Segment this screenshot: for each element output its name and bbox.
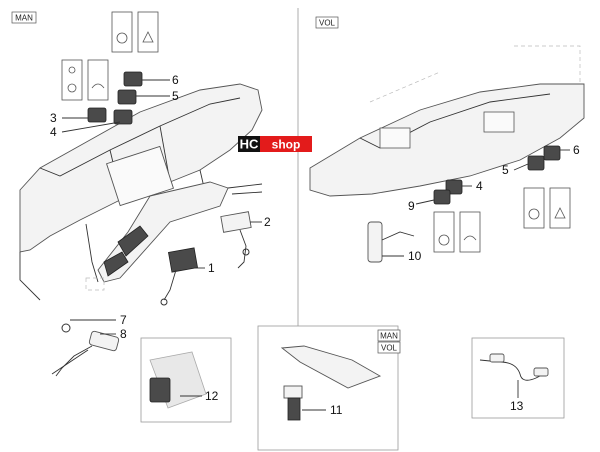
bottom-tag-man: MAN — [377, 329, 401, 342]
part-11-pedal-switch — [280, 345, 382, 421]
part-10-actuator — [367, 221, 415, 263]
callout-2: 2 — [264, 215, 271, 229]
hc-shop-logo: HC shop — [238, 136, 312, 152]
callout-8: 8 — [120, 327, 127, 341]
part-2-sensor — [220, 211, 262, 269]
right-switch-9 — [415, 189, 451, 205]
callout-right-9: 9 — [408, 199, 415, 213]
callout-4: 4 — [50, 125, 57, 139]
part-12-cover — [149, 351, 207, 409]
callout-1: 1 — [208, 261, 215, 275]
bottom-tag-vol: VOL — [377, 341, 401, 354]
callout-5: 5 — [172, 89, 179, 103]
right-switch-5 — [513, 155, 545, 171]
switch-4 — [61, 109, 133, 133]
part-7-washer — [61, 319, 116, 333]
right-section-tag: VOL — [315, 16, 339, 29]
callout-3: 3 — [50, 111, 57, 125]
callout-right-4: 4 — [476, 179, 483, 193]
svg-text:VOL: VOL — [319, 19, 336, 28]
left-switch-symbols — [61, 11, 159, 101]
part-13-box — [471, 337, 565, 419]
callout-6: 6 — [172, 73, 179, 87]
part-13-cable — [479, 353, 549, 398]
callout-11: 11 — [330, 403, 343, 417]
left-section-tag: MAN — [11, 11, 37, 24]
svg-text:HC: HC — [240, 137, 259, 152]
callout-12: 12 — [205, 389, 219, 403]
right-switch-symbols — [433, 187, 571, 253]
right-dashboard — [309, 45, 585, 197]
svg-text:VOL: VOL — [381, 344, 398, 353]
svg-text:MAN: MAN — [380, 332, 398, 341]
callout-13: 13 — [510, 399, 524, 413]
bottom-inset-box — [257, 325, 399, 451]
right-switch-6 — [543, 145, 570, 161]
switch-6 — [123, 71, 170, 87]
callout-right-5: 5 — [502, 163, 509, 177]
svg-text:MAN: MAN — [15, 14, 33, 23]
switch-3 — [62, 107, 107, 123]
switch-5 — [117, 89, 170, 105]
part-1-connector — [160, 247, 205, 306]
callout-right-10: 10 — [408, 249, 422, 263]
callout-7: 7 — [120, 313, 127, 327]
callout-right-6: 6 — [573, 143, 580, 157]
svg-text:shop: shop — [272, 138, 301, 152]
part-8-switch — [51, 330, 120, 377]
